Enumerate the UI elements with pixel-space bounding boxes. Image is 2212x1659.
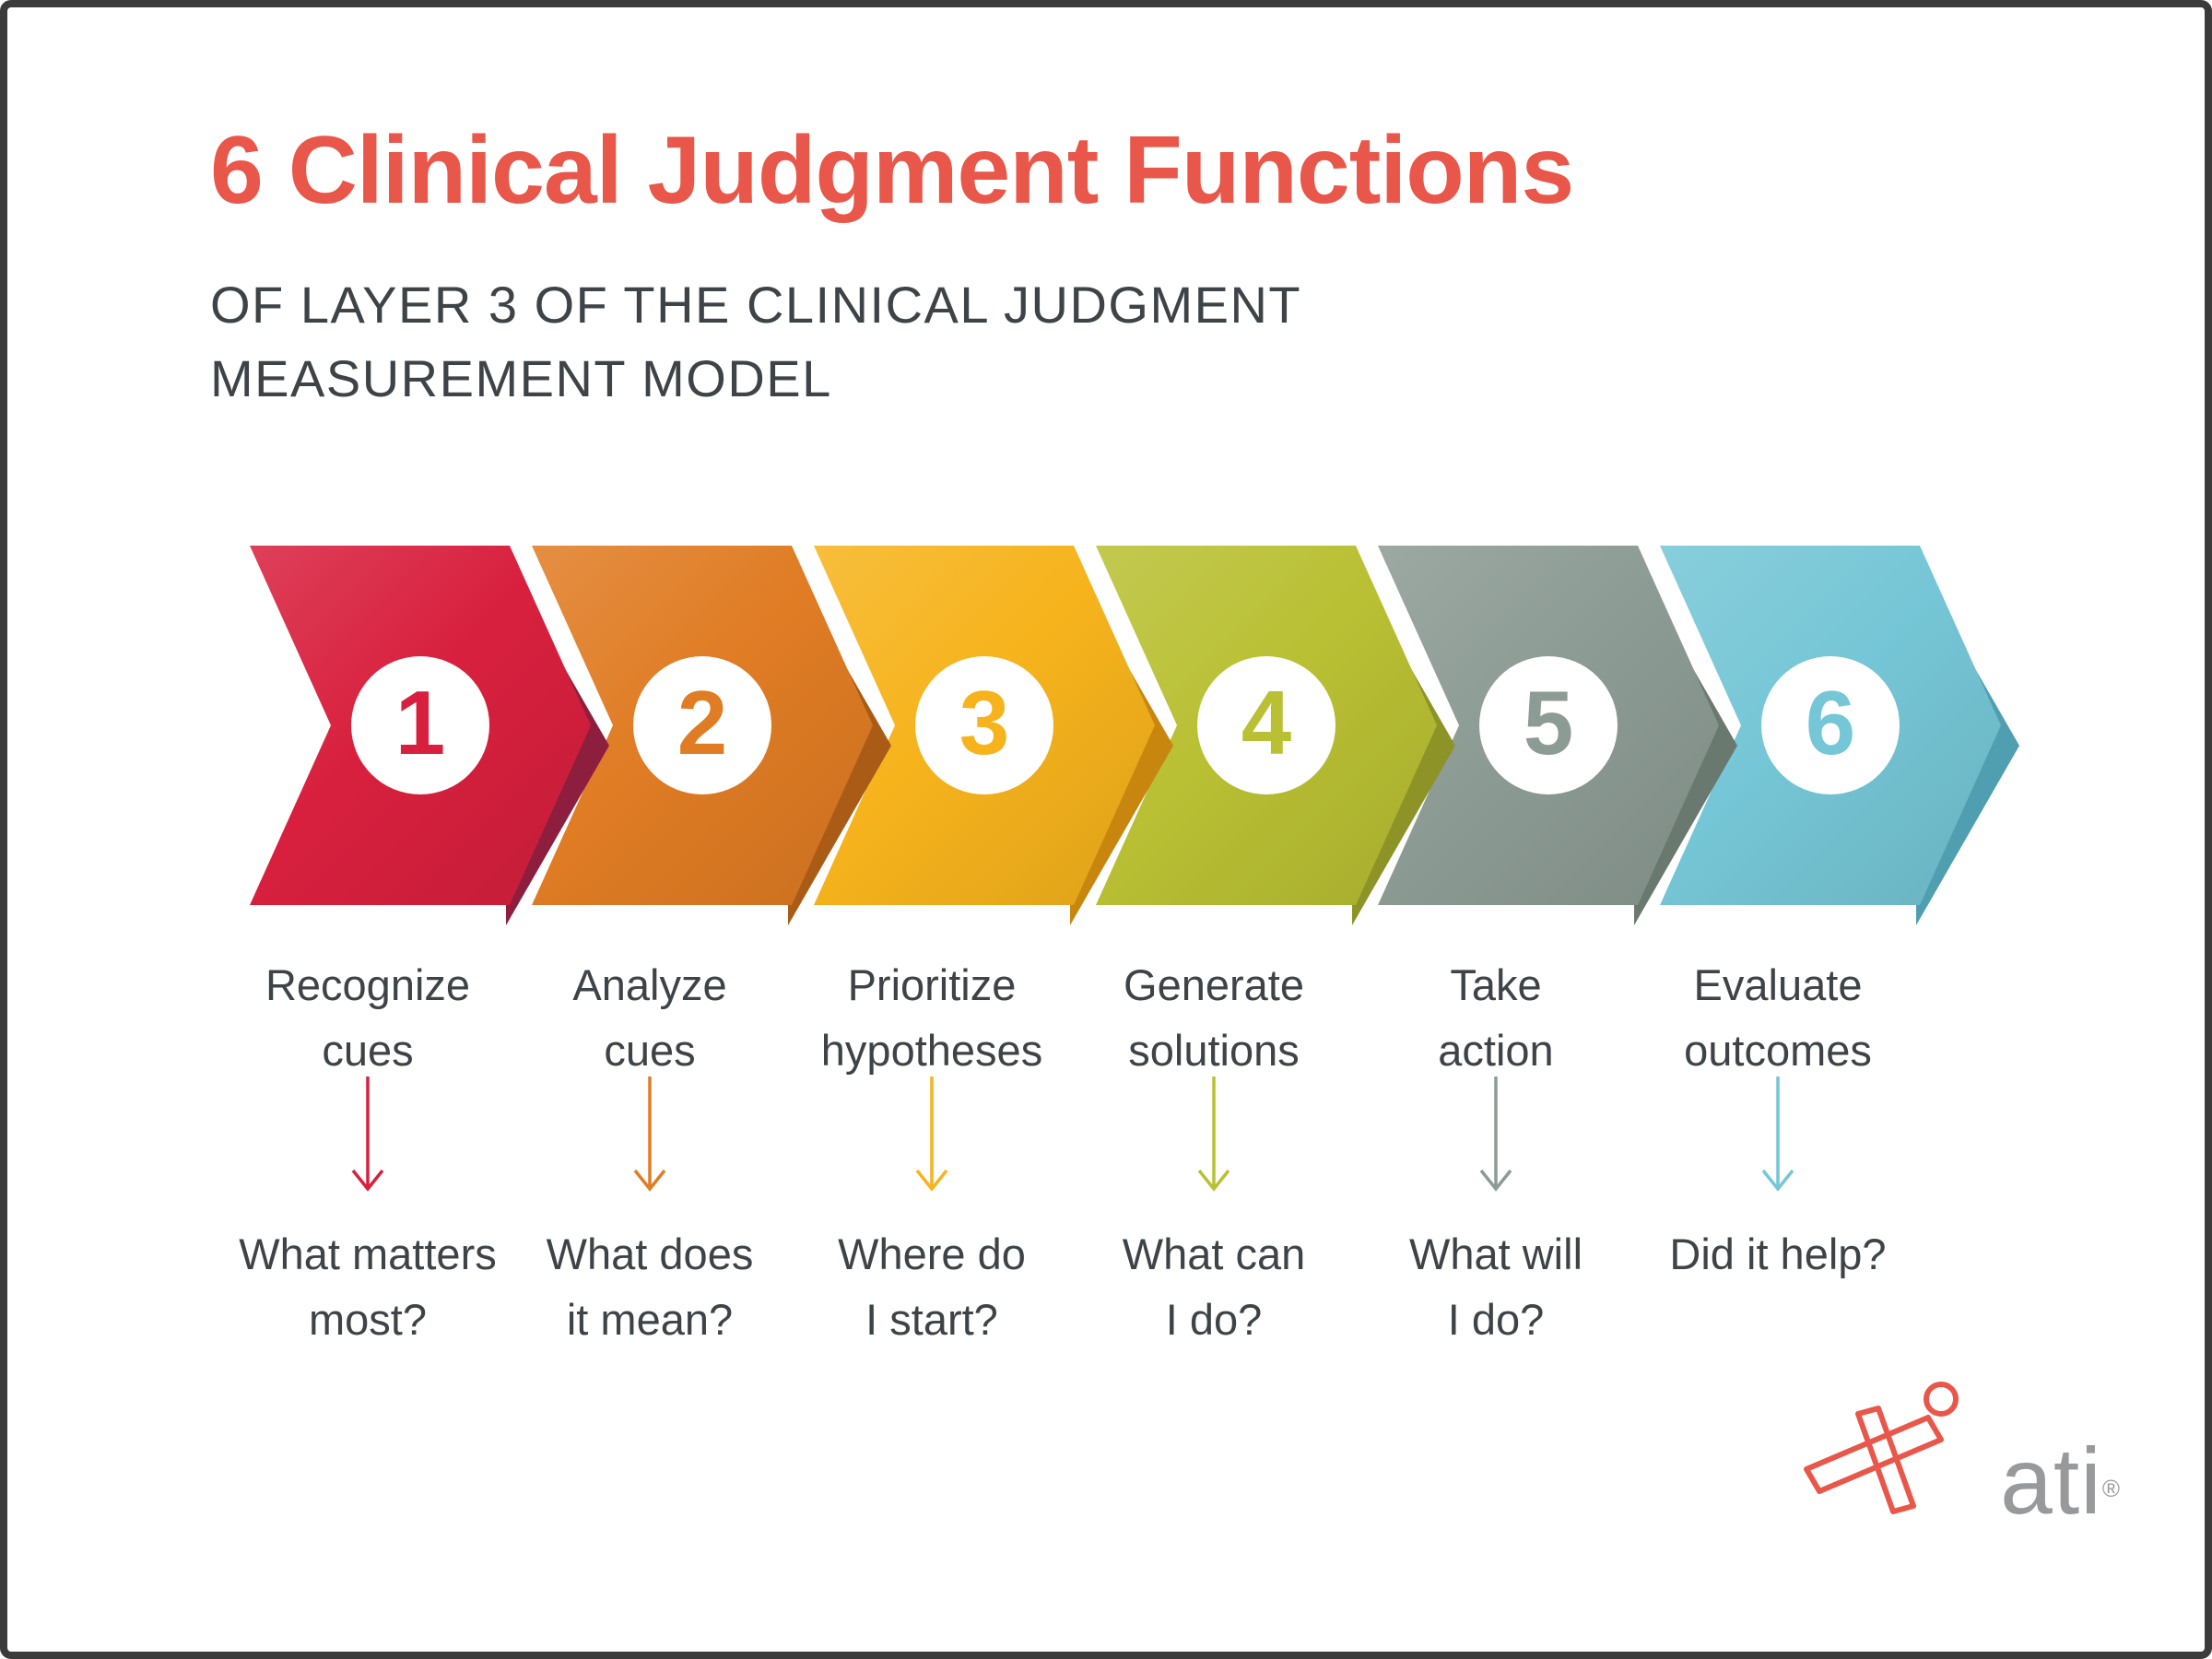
down-arrow-icon [915, 1077, 948, 1192]
step-question-line: it mean? [566, 1294, 734, 1344]
step-labels-row: Recognize cues Analyze cues Prioritize h… [227, 953, 1919, 1083]
down-arrow-2 [509, 1075, 791, 1208]
down-arrow-icon [351, 1077, 384, 1192]
step-number-badge: 6 [1761, 656, 1900, 794]
step-label-line: Generate [1124, 960, 1304, 1009]
step-label-4: Generate solutions [1073, 953, 1355, 1083]
step-label-line: solutions [1128, 1025, 1300, 1075]
step-question-line: Where do [838, 1230, 1026, 1278]
ati-logo: ati® [1801, 1373, 2120, 1528]
step-question-6: Did it help? [1637, 1222, 1919, 1352]
step-number: 1 [394, 671, 446, 773]
down-arrow-6 [1637, 1075, 1919, 1208]
step-question-line: I do? [1447, 1294, 1545, 1344]
step-label-line: outcomes [1684, 1025, 1872, 1075]
step-label-5: Take action [1355, 953, 1637, 1083]
step-question-1: What matters most? [227, 1222, 509, 1352]
step-question-line: What can [1122, 1230, 1306, 1278]
step-label-line: Prioritize [847, 960, 1017, 1009]
step-number: 3 [959, 671, 1010, 773]
step-question-line: I start? [865, 1294, 998, 1344]
step-label-line: cues [322, 1025, 414, 1075]
step-number-badge: 5 [1479, 656, 1618, 794]
chevron-step-4: 4 [1096, 546, 1455, 925]
down-arrow-icon [1197, 1077, 1230, 1192]
step-label-line: Take [1450, 960, 1542, 1009]
step-label-line: action [1438, 1025, 1554, 1075]
chevron-step-1: 1 [250, 546, 609, 925]
step-number: 4 [1241, 671, 1292, 773]
step-question-3: Where do I start? [791, 1222, 1073, 1352]
down-arrow-5 [1355, 1075, 1637, 1208]
ati-logo-icon [1804, 1382, 1959, 1514]
page-title: 6 Clinical Judgment Functions [210, 117, 1574, 224]
step-label-6: Evaluate outcomes [1637, 953, 1919, 1083]
step-questions-row: What matters most? What does it mean? Wh… [227, 1222, 1919, 1352]
step-question-line: I do? [1165, 1294, 1263, 1344]
step-number: 6 [1805, 671, 1856, 773]
step-number-badge: 4 [1197, 656, 1335, 794]
down-arrow-icon [1761, 1077, 1794, 1192]
ati-logo-text: ati® [2000, 1434, 2120, 1528]
step-number: 5 [1523, 671, 1574, 773]
down-arrow-4 [1073, 1075, 1355, 1208]
step-question-line: What will [1408, 1230, 1583, 1278]
registered-trademark: ® [2101, 1475, 2120, 1503]
step-question-line: Did it help? [1669, 1230, 1887, 1278]
step-question-line: What matters [239, 1230, 497, 1278]
down-arrow-icon [1479, 1077, 1512, 1192]
step-label-line: Analyze [572, 960, 727, 1009]
step-number: 2 [677, 671, 728, 773]
step-question-line: What does [546, 1230, 754, 1278]
step-question-4: What can I do? [1073, 1222, 1355, 1352]
subtitle-line-2: MEASUREMENT MODEL [210, 348, 832, 407]
step-number-badge: 3 [915, 656, 1053, 794]
step-label-3: Prioritize hypotheses [791, 953, 1073, 1083]
step-label-line: cues [604, 1025, 696, 1075]
subtitle-line-1: OF LAYER 3 OF THE CLINICAL JUDGMENT [210, 276, 1302, 334]
step-label-2: Analyze cues [509, 953, 791, 1083]
down-arrow-icon [633, 1077, 666, 1192]
step-number-badge: 2 [633, 656, 771, 794]
ati-wordmark: ati [2000, 1429, 2102, 1535]
down-arrow-1 [227, 1075, 509, 1208]
step-number-badge: 1 [351, 656, 489, 794]
header: 6 Clinical Judgment Functions OF LAYER 3… [210, 116, 1574, 415]
step-question-2: What does it mean? [509, 1222, 791, 1352]
step-label-line: hypotheses [820, 1025, 1043, 1075]
down-arrow-3 [791, 1075, 1073, 1208]
step-question-5: What will I do? [1355, 1222, 1637, 1352]
down-arrows-row [227, 1075, 1919, 1208]
step-label-line: Evaluate [1693, 960, 1863, 1009]
step-question-line: most? [309, 1294, 427, 1344]
step-label-1: Recognize cues [227, 953, 509, 1083]
page-subtitle: OF LAYER 3 OF THE CLINICAL JUDGMENT MEAS… [210, 268, 1573, 415]
process-chevron-band: 1 2 3 4 5 6 [250, 546, 2019, 925]
step-label-line: Recognize [265, 960, 471, 1009]
